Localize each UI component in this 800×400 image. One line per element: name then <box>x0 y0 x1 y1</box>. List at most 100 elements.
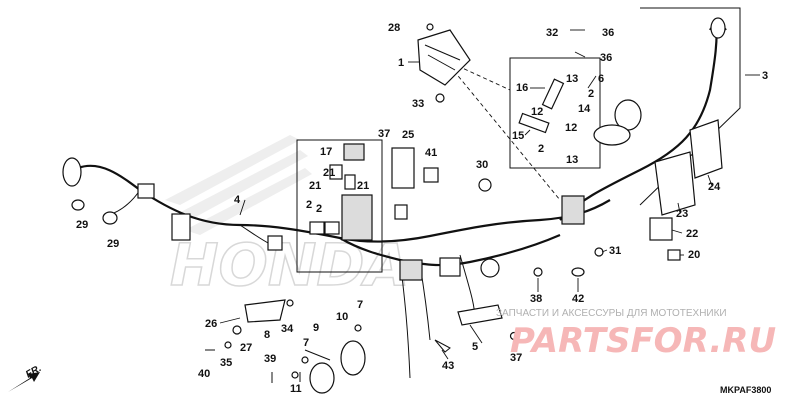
bolt-7a <box>354 324 362 332</box>
callout-7: 7 <box>303 337 309 349</box>
callout-36: 36 <box>602 27 614 39</box>
nut-35 <box>224 341 232 349</box>
callout-26: 26 <box>205 318 217 330</box>
callout-29: 29 <box>107 238 119 250</box>
callout-6: 6 <box>598 73 604 85</box>
callout-35: 35 <box>220 357 232 369</box>
callout-25: 25 <box>402 129 414 141</box>
washer-27 <box>232 325 242 335</box>
bolt-11 <box>291 371 299 379</box>
callout-28: 28 <box>388 22 400 34</box>
harness-clip <box>137 183 155 199</box>
callout-22: 22 <box>686 228 698 240</box>
callout-2: 2 <box>588 88 594 100</box>
callout-32: 32 <box>546 27 558 39</box>
nut-33 <box>435 93 445 103</box>
callout-12: 12 <box>531 106 543 118</box>
harness-connector-block <box>171 213 191 241</box>
callout-34: 34 <box>281 323 294 335</box>
coupler-end <box>62 157 82 187</box>
bolt-37 <box>509 331 519 341</box>
callout-2: 2 <box>316 203 322 215</box>
bolt-38 <box>533 267 543 277</box>
relay-components <box>309 143 500 281</box>
relay-22 <box>649 217 673 241</box>
callout-42: 42 <box>572 293 584 305</box>
connector-15 <box>518 112 550 134</box>
callout-labels: 1 2 2 2 2 3 4 5 6 7 7 8 9 10 11 12 12 13… <box>76 22 768 395</box>
honda-wing-watermark: HONDA <box>165 135 410 300</box>
callout-12: 12 <box>565 122 577 134</box>
front-direction-arrow: FR. <box>8 363 43 392</box>
watermark: ЗАПЧАСТИ И АКСЕССУРЫ ДЛЯ МОТОТЕХНИКИ PAR… <box>496 308 776 361</box>
callout-21: 21 <box>357 180 369 192</box>
leader-lines <box>219 29 760 360</box>
callout-15: 15 <box>512 130 524 142</box>
callout-21: 21 <box>309 180 321 192</box>
main-wire-harness <box>62 19 718 379</box>
callout-27: 27 <box>240 342 252 354</box>
clip-43 <box>434 339 451 353</box>
callout-33: 33 <box>412 98 424 110</box>
connector-41 <box>423 167 439 183</box>
connector-small <box>394 204 408 220</box>
diagram-code: MKPAF3800 <box>720 385 771 395</box>
callout-10: 10 <box>336 311 348 323</box>
connector-group-box <box>509 57 601 169</box>
bracket-5 <box>457 304 503 326</box>
callout-39: 39 <box>264 353 276 365</box>
connector-20 <box>667 249 681 261</box>
direction-label: FR. <box>24 363 43 381</box>
callout-9: 9 <box>313 322 319 334</box>
callout-1: 1 <box>398 57 404 69</box>
connector-16 <box>541 78 565 110</box>
callout-40: 40 <box>198 368 210 380</box>
callout-16: 16 <box>516 82 528 94</box>
bracket-26 <box>244 299 286 323</box>
callout-23: 23 <box>676 208 688 220</box>
callout-24: 24 <box>708 181 721 193</box>
callout-21: 21 <box>323 167 335 179</box>
clamp-29a <box>71 199 85 211</box>
module-1 <box>417 29 471 86</box>
fuse-21a <box>329 164 343 180</box>
callout-31: 31 <box>609 245 621 257</box>
end-cap <box>710 17 726 39</box>
harness-coupler <box>267 235 283 251</box>
callout-38: 38 <box>530 293 542 305</box>
module-23 <box>654 151 696 216</box>
callout-13: 13 <box>566 73 578 85</box>
callout-37: 37 <box>510 352 522 364</box>
module-24 <box>689 119 723 179</box>
callout-7: 7 <box>357 299 363 311</box>
callout-3: 3 <box>762 70 768 82</box>
connector-2b <box>324 221 340 235</box>
callout-13: 13 <box>566 154 578 166</box>
bolt-7b <box>301 356 309 364</box>
callout-36: 36 <box>600 52 612 64</box>
relay-box <box>341 194 373 241</box>
coupler-block-2 <box>439 257 461 277</box>
relay-group-box <box>296 139 383 273</box>
callout-4: 4 <box>234 194 241 206</box>
horn-10 <box>340 340 366 376</box>
callout-5: 5 <box>472 341 478 353</box>
control-modules <box>417 17 727 261</box>
relay-25 <box>391 147 415 189</box>
watermark-brand: PARTSFOR.RU <box>510 321 776 361</box>
arrow-icon <box>8 372 40 392</box>
bolt-34 <box>286 299 294 307</box>
callout-2: 2 <box>538 143 544 155</box>
relay-17 <box>343 143 365 161</box>
switch-block <box>561 195 585 225</box>
coupler-block <box>399 259 423 281</box>
nut-31 <box>594 247 604 257</box>
watermark-tagline: ЗАПЧАСТИ И АКСЕССУРЫ ДЛЯ МОТОТЕХНИКИ <box>496 308 727 319</box>
washer-42 <box>571 267 585 277</box>
connector-2a <box>309 221 325 235</box>
screw-28 <box>426 23 434 31</box>
fuse-21b <box>344 174 356 190</box>
callout-8: 8 <box>264 329 270 341</box>
